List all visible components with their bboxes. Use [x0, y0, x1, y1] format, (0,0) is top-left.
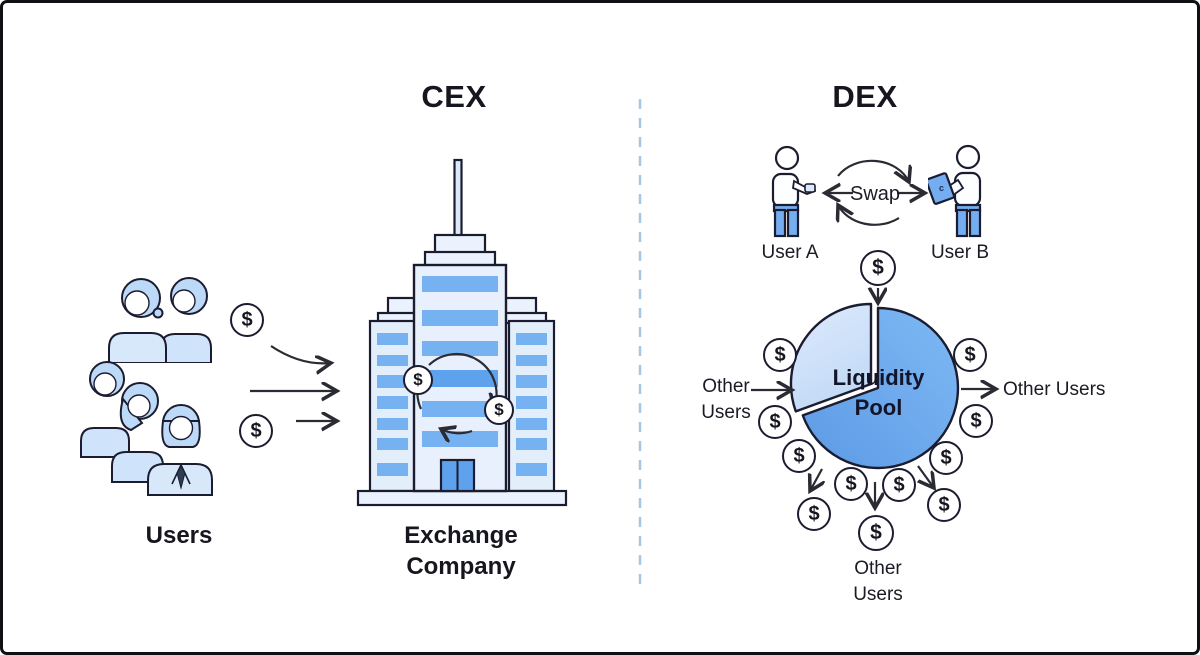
user-b-label: User B: [930, 242, 990, 263]
dollar-coin: $: [763, 338, 797, 372]
tablet-mark: c: [939, 183, 944, 193]
dollar-coin: $: [959, 404, 993, 438]
cex-flow-arrows: [250, 345, 353, 433]
liquidity-pool-pie: [789, 302, 960, 470]
other-users-left-label: Other Users: [701, 376, 751, 423]
other-users-bottom-label: Other Users: [853, 558, 903, 605]
user-b-icon: c: [928, 144, 982, 238]
panel-divider: [638, 99, 642, 587]
cex-title: CEX: [421, 79, 487, 114]
dollar-coin: $: [239, 414, 273, 448]
user-a-label: User A: [761, 242, 819, 263]
liquidity-pool-label: Liquidity Pool: [832, 365, 925, 420]
exchange-building-icon: [356, 158, 568, 507]
dollar-coin: $: [882, 468, 916, 502]
users-pair-icon: [108, 277, 212, 363]
swap-cycle-icon: [805, 159, 945, 226]
dollar-coin: $: [758, 405, 792, 439]
dollar-coin: $: [782, 439, 816, 473]
users-label: Users: [145, 522, 213, 549]
exchange-company-label: Exchange Company: [404, 522, 518, 580]
user-a-icon: [771, 145, 817, 238]
dollar-coin: $: [797, 497, 831, 531]
other-users-right-label: Other Users: [1003, 379, 1106, 400]
dollar-coin: $: [858, 515, 894, 551]
dollar-coin: $: [403, 365, 433, 395]
dollar-coin: $: [953, 338, 987, 372]
dollar-coin: $: [834, 467, 868, 501]
dex-flow-arrows: [751, 255, 1023, 521]
dollar-coin: $: [927, 488, 961, 522]
dollar-coin: $: [929, 441, 963, 475]
dollar-coin: $: [484, 395, 514, 425]
dollar-coin: $: [860, 250, 896, 286]
dollar-coin: $: [230, 303, 264, 337]
dex-title: DEX: [832, 79, 898, 114]
users-trio-icon: [80, 361, 213, 496]
swap-label: Swap: [849, 183, 901, 205]
